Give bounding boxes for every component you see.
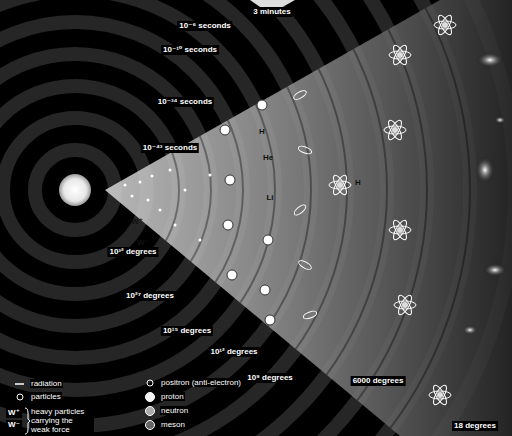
temperature-label: 10³² degrees — [107, 247, 158, 257]
time-label: 3 minutes — [251, 7, 292, 17]
legend-text: meson — [160, 420, 186, 429]
time-label: 10⁻⁶ seconds — [177, 21, 232, 31]
legend-text: neutron — [160, 406, 189, 415]
time-label: 10⁻³⁴ seconds — [156, 97, 214, 107]
legend-text: proton — [160, 392, 185, 401]
temperature-label: 10¹⁵ degrees — [161, 326, 213, 336]
temperature-label: 10²⁷ degrees — [124, 291, 176, 301]
legend-symbol: W⁻ — [6, 420, 22, 430]
legend-sample — [142, 405, 158, 417]
element-symbol: H — [257, 127, 267, 137]
temperature-label: 10⁹ degrees — [245, 373, 295, 383]
legend-sample — [12, 378, 28, 390]
time-label: 10⁻¹⁰ seconds — [161, 45, 219, 55]
legend-text: radiation — [30, 379, 63, 388]
element-symbol: Li — [264, 193, 275, 203]
element-symbol: H — [353, 178, 363, 188]
legend-text: heavy particles carrying the weak force — [30, 407, 94, 434]
legend-text: positron (anti-electron) — [160, 378, 242, 387]
temperature-label: 6000 degrees — [351, 376, 406, 386]
temperature-label: 18 degrees — [452, 421, 498, 431]
time-label: 10⁻⁴³ seconds — [141, 143, 199, 153]
legend-sample — [142, 419, 158, 431]
element-symbol: He — [261, 153, 275, 163]
legend-symbol: W⁺ — [6, 408, 22, 418]
temperature-label: 10¹² degrees — [208, 347, 259, 357]
legend-sample — [12, 391, 28, 403]
legend-sample — [142, 377, 158, 389]
legend-sample — [142, 391, 158, 403]
particle-symbol: W⁺ — [129, 217, 145, 227]
legend-text: particles — [30, 392, 62, 401]
